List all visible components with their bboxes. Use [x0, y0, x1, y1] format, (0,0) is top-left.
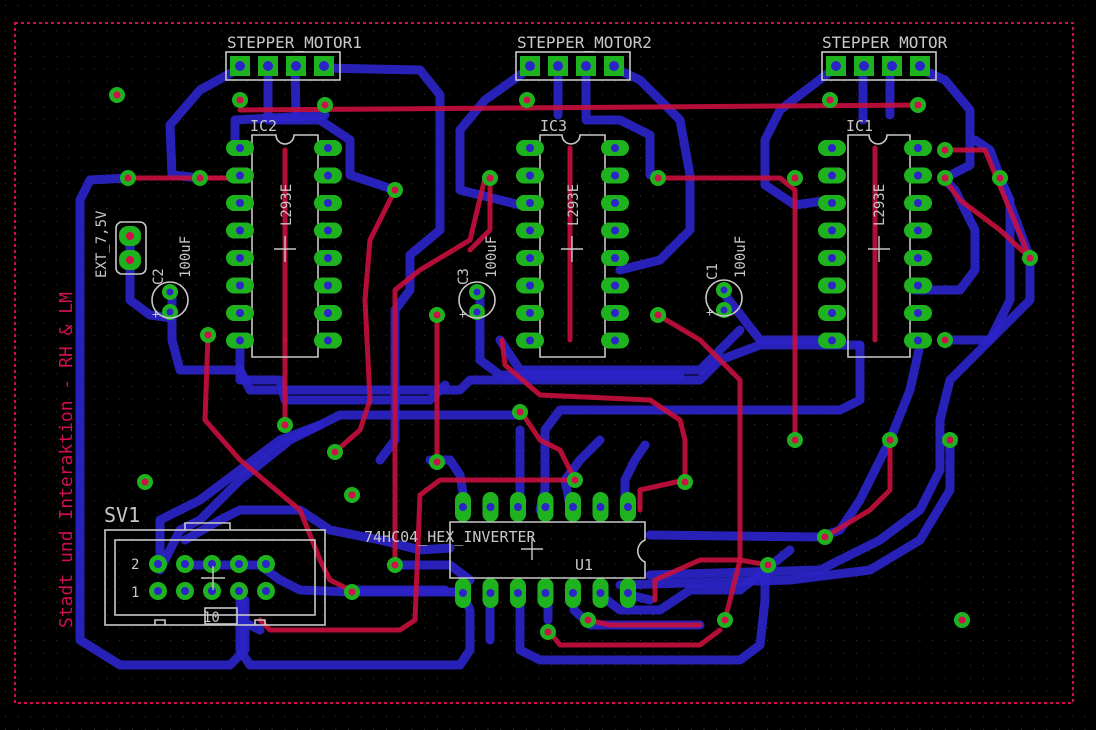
ic3-label: IC3 — [540, 117, 567, 135]
ic2-part-label: L293E — [279, 184, 295, 226]
credit-text: Stadt und Interaktion - RH & LM — [56, 292, 77, 628]
ext-power-connector — [115, 221, 147, 275]
c1-value: 100uF — [733, 236, 749, 278]
motor-connectors — [225, 51, 937, 81]
motor-connector-3 — [821, 51, 937, 81]
sv1-origin-mark — [201, 566, 225, 590]
board-outline — [14, 22, 1074, 704]
sv1-pin2-label: 2 — [131, 557, 139, 573]
sv1-connector — [104, 522, 326, 626]
c1-label: C1 — [705, 263, 721, 280]
motor-connector-1 — [225, 51, 341, 81]
ic3-part-label: L293E — [566, 184, 582, 226]
capacitor-c2: + — [151, 281, 189, 321]
ic-pads — [149, 140, 932, 608]
sv1-pin10-label: 10 — [203, 610, 220, 626]
u1-label: U1 — [575, 556, 593, 574]
ic2-label: IC2 — [250, 117, 277, 135]
c3-value: 100uF — [484, 236, 500, 278]
ic3-outline — [539, 134, 606, 358]
stepper-motor-label: STEPPER_MOTOR — [822, 33, 948, 52]
ic1-part-label: L293E — [872, 184, 888, 226]
capacitor-c3: + — [458, 281, 496, 321]
stepper-motor2-label: STEPPER_MOTOR2 — [517, 33, 652, 52]
bottom-layer-traces — [75, 63, 1035, 670]
ic1-outline — [847, 134, 911, 358]
vias — [109, 87, 1038, 640]
c2-value: 100uF — [178, 236, 194, 278]
c3-label: C3 — [456, 268, 472, 285]
sv1-pin1-label: 1 — [131, 585, 139, 601]
sv1-label: SV1 — [104, 503, 140, 527]
u1-part-label: 74HC04_HEX_INVERTER — [364, 528, 537, 546]
ic2-outline — [251, 134, 319, 358]
motor-connector-2 — [515, 51, 631, 81]
ic1-label: IC1 — [846, 117, 873, 135]
stepper-motor1-label: STEPPER_MOTOR1 — [227, 33, 362, 52]
capacitor-c1: + — [705, 279, 743, 319]
c2-label: C2 — [151, 268, 167, 285]
u1-outline — [449, 521, 646, 579]
ic-origin-marks — [274, 236, 890, 262]
ext-power-label: EXT_7,5V — [94, 210, 110, 278]
